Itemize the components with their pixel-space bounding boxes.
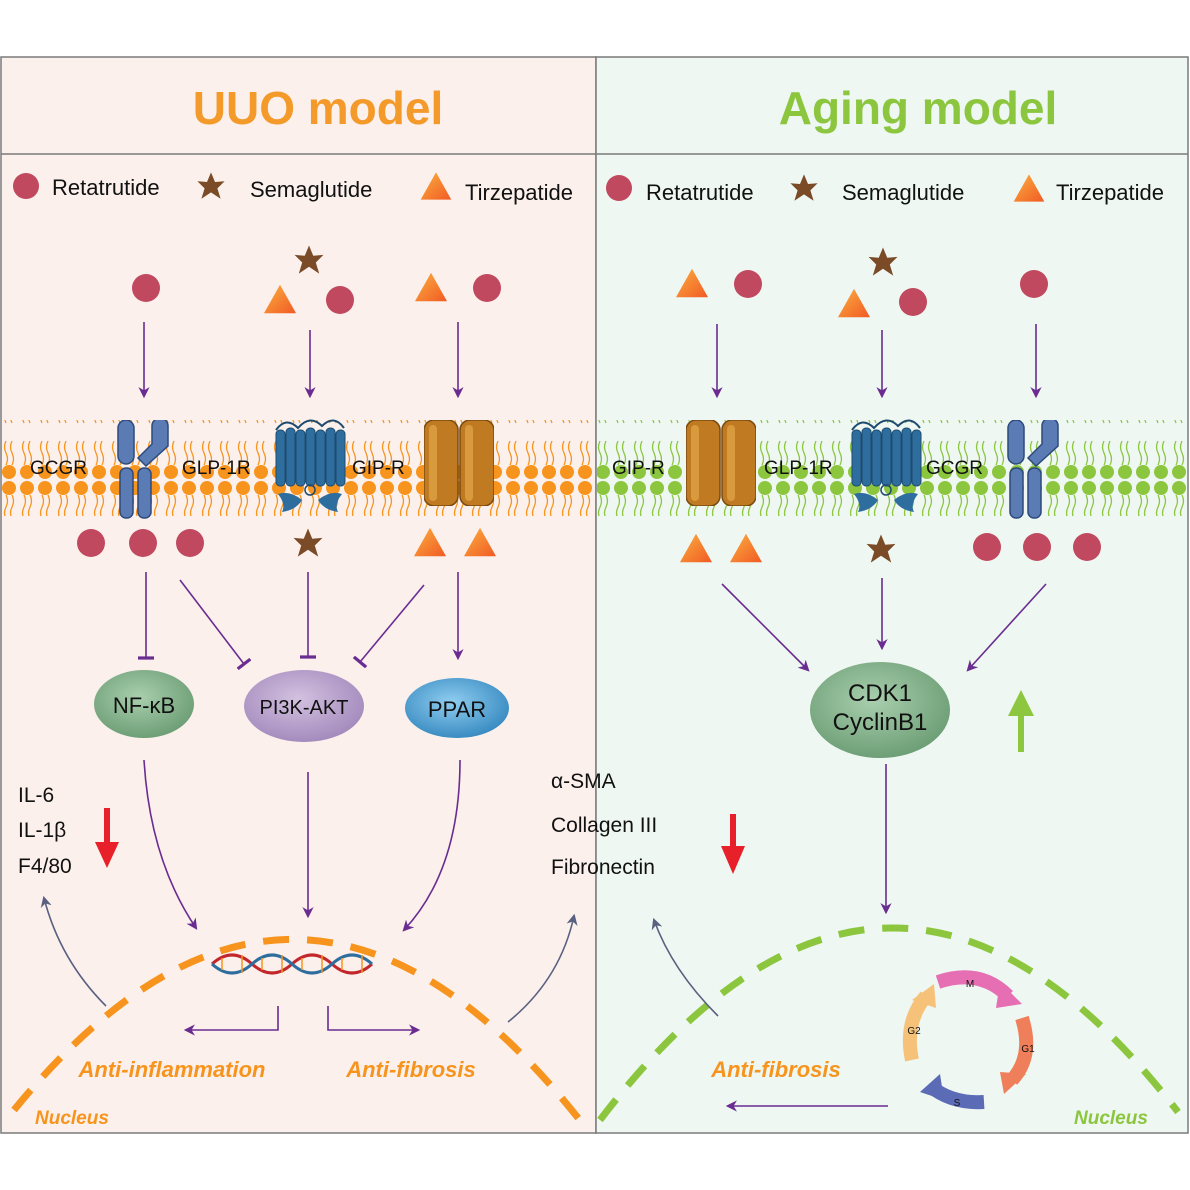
retatrutide-icon — [473, 274, 501, 302]
retatrutide-icon — [1020, 270, 1048, 298]
retatrutide-icon — [132, 274, 160, 302]
retatrutide-legend-icon — [606, 175, 632, 201]
uuo-input-arrows — [138, 322, 464, 399]
pi3k-akt-node: PI3K-AKT — [244, 670, 364, 742]
aging-title: Aging model — [779, 82, 1058, 134]
cdk1-label: CDK1 — [848, 680, 912, 707]
aging-ligands-bottom — [680, 533, 1101, 563]
marker-fibronectin: Fibronectin — [551, 856, 655, 879]
marker-il1b: IL-1β — [18, 819, 66, 842]
retatrutide-icon — [734, 270, 762, 298]
legend-retatrutide-label: Retatrutide — [646, 180, 754, 205]
ppar-node: PPAR — [405, 678, 509, 738]
aging-nucleus-envelope — [597, 924, 1181, 1123]
retatrutide-icon — [899, 288, 927, 316]
phase-m-label: M — [966, 979, 974, 990]
inflammation-markers: IL-6 IL-1β F4/80 — [18, 784, 119, 878]
nfkb-label: NF-κB — [113, 693, 175, 718]
legend-semaglutide-label: Semaglutide — [842, 180, 964, 205]
uuo-nuclear-arrows — [143, 759, 461, 932]
phase-g2-label: G2 — [907, 1026, 921, 1037]
fibrosis-markers: α-SMA Collagen III Fibronectin — [551, 770, 745, 879]
glp1r-label: GLP-1R — [764, 458, 833, 479]
gipr-label: GIP-R — [612, 458, 665, 479]
marker-f480: F4/80 — [18, 855, 72, 878]
glp1r-label: GLP-1R — [182, 458, 251, 479]
uuo-nucleus-envelope — [11, 935, 589, 1131]
marker-collagen3: Collagen III — [551, 814, 657, 837]
aging-legend: Retatrutide Semaglutide Tirzepatide — [606, 174, 1164, 205]
up-arrow-icon — [1008, 690, 1034, 752]
gipr-label: GIP-R — [352, 458, 405, 479]
legend-tirzepatide-label: Tirzepatide — [1056, 180, 1164, 205]
aging-input-arrows — [711, 324, 1042, 399]
uuo-ligands-bottom — [77, 527, 496, 557]
aging-signal-arrows — [721, 578, 1047, 672]
ppar-label: PPAR — [428, 697, 486, 722]
aging-ligands-top — [676, 247, 1048, 318]
retatrutide-icon — [326, 286, 354, 314]
uuo-panel — [0, 56, 597, 1134]
legend-tirzepatide-label: Tirzepatide — [465, 180, 573, 205]
retatrutide-icon — [176, 529, 204, 557]
gcgr-label: GCGR — [30, 458, 87, 479]
uuo-ligands-top — [132, 245, 501, 314]
retatrutide-icon — [129, 529, 157, 557]
uuo-nucleus-label: Nucleus — [35, 1108, 109, 1129]
uuo-title: UUO model — [193, 82, 443, 134]
legend-retatrutide-label: Retatrutide — [52, 175, 160, 200]
uuo-outward-arrows — [40, 895, 578, 1023]
dna-icon — [210, 953, 374, 975]
uuo-signal-lines — [138, 572, 464, 671]
cdk1-cyclinb1-node: CDK1 CyclinB1 — [810, 662, 950, 758]
legend-semaglutide-label: Semaglutide — [250, 177, 372, 202]
retatrutide-icon — [77, 529, 105, 557]
nfkb-node: NF-κB — [94, 670, 194, 738]
anti-fibrosis-label: Anti-fibrosis — [345, 1057, 476, 1082]
uuo-legend: Retatrutide Semaglutide Tirzepatide — [13, 172, 573, 205]
aging-nucleus-label: Nucleus — [1074, 1108, 1148, 1129]
marker-asma: α-SMA — [551, 770, 616, 793]
cell-cycle-icon: M G1 S G2 — [902, 970, 1035, 1110]
phase-g1-label: G1 — [1021, 1044, 1035, 1055]
down-arrow-icon — [721, 814, 745, 874]
cyclinb1-label: CyclinB1 — [833, 709, 928, 736]
aging-anti-fibrosis-label: Anti-fibrosis — [710, 1057, 841, 1082]
phase-s-label: S — [954, 1098, 961, 1109]
aging-panel — [595, 56, 1189, 1134]
gcgr-label: GCGR — [926, 458, 983, 479]
pi3k-akt-label: PI3K-AKT — [260, 697, 349, 719]
retatrutide-icon — [1073, 533, 1101, 561]
retatrutide-legend-icon — [13, 173, 39, 199]
uuo-output-arrows — [183, 1006, 421, 1036]
aging-outward-arrow — [651, 917, 719, 1017]
retatrutide-icon — [1023, 533, 1051, 561]
down-arrow-icon — [95, 808, 119, 868]
retatrutide-icon — [973, 533, 1001, 561]
marker-il6: IL-6 — [18, 784, 54, 807]
anti-inflammation-label: Anti-inflammation — [78, 1057, 266, 1082]
